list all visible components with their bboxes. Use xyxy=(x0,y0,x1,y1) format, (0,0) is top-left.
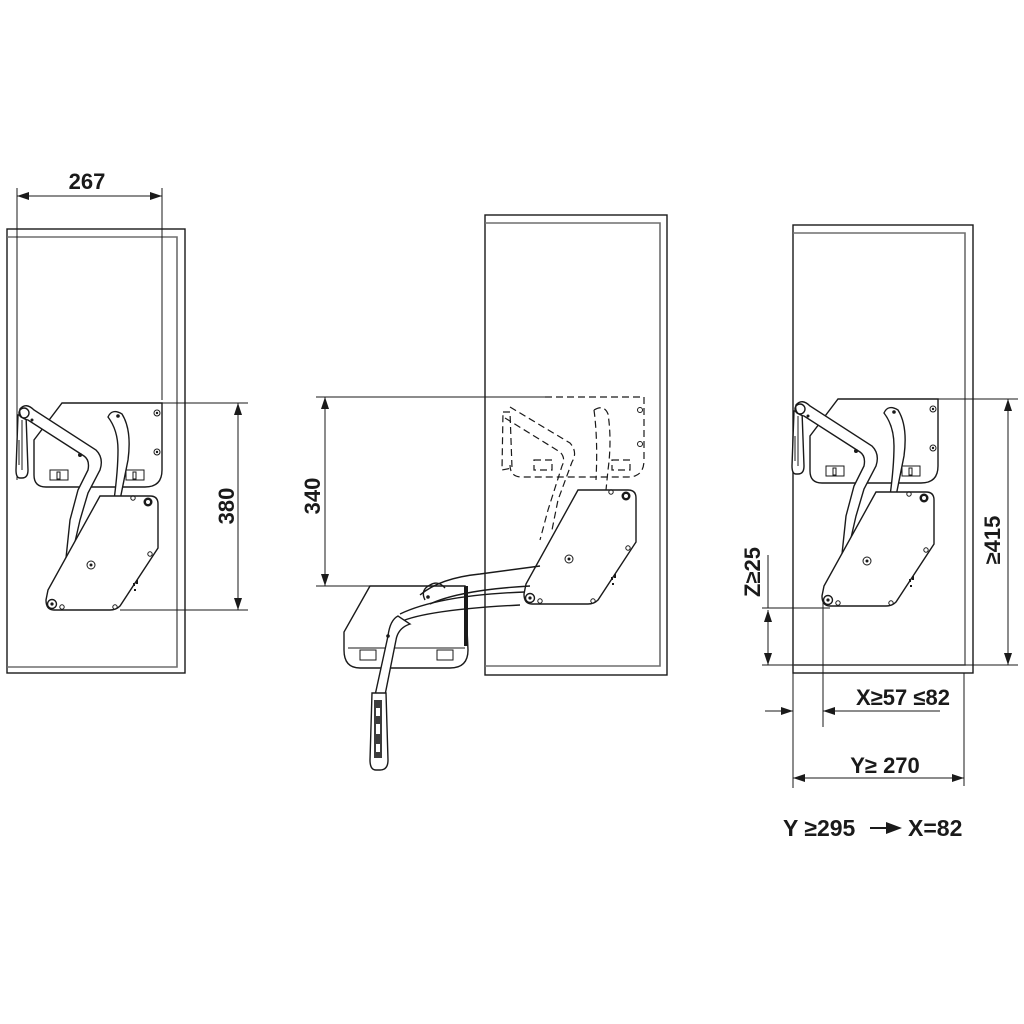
note-result: X=82 xyxy=(908,815,962,841)
width-dimension-label: 267 xyxy=(69,169,106,194)
height-min-dimension-label: ≥415 xyxy=(980,516,1005,565)
lowered-box xyxy=(343,585,469,669)
middle-view: 340 xyxy=(300,214,668,771)
cabinet-inner xyxy=(7,236,178,668)
y-x-rule-note: Y ≥295 X=82 xyxy=(783,815,962,841)
right-view: ≥415 Z≥25 X≥57 ≤82 Y≥ 270 Y ≥295 X=82 xyxy=(740,224,1018,841)
cabinet-outer xyxy=(6,228,186,674)
z-dimension-label: Z≥25 xyxy=(740,547,765,597)
x-dimension-label: X≥57 ≤82 xyxy=(856,685,950,710)
cabinet-outer xyxy=(484,214,668,676)
left-view: 267 380 xyxy=(6,169,248,674)
y-dimension-label: Y≥ 270 xyxy=(850,753,920,778)
cabinet-inner xyxy=(485,222,661,667)
arrow-right-icon xyxy=(886,822,902,834)
height-dimension-label: 380 xyxy=(214,488,239,525)
drop-dimension-label: 340 xyxy=(300,478,325,515)
note-condition: Y ≥295 xyxy=(783,815,856,841)
stowed-position-dashed xyxy=(501,396,645,541)
